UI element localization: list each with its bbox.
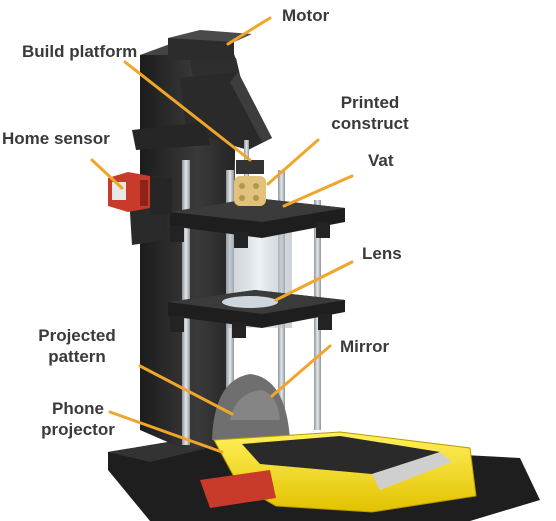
- projected-pattern-label: Projected pattern: [24, 325, 130, 367]
- phone-projector-label: Phone projector: [30, 398, 126, 440]
- frame-tower: [128, 42, 272, 450]
- printed-construct-label-line1: Printed: [340, 93, 400, 112]
- mirror-leader: [270, 344, 332, 398]
- vat-leader: [282, 174, 354, 208]
- home-sensor-label: Home sensor: [2, 129, 110, 148]
- printed-construct: [234, 160, 266, 206]
- home-sensor: [108, 172, 172, 214]
- printed-construct-label: Printed construct: [322, 92, 418, 134]
- motor-leader: [226, 16, 272, 46]
- build-platform-label: Build platform: [22, 42, 138, 61]
- upper-plate: [170, 198, 345, 248]
- home-sensor-leader: [90, 158, 124, 190]
- lens-leader: [274, 260, 354, 302]
- phone-projector-label-line2: projector: [41, 420, 115, 439]
- phone-projector: [200, 431, 477, 513]
- projected-pattern-label-line1: Projected: [38, 326, 116, 345]
- projected-pattern-label-line2: pattern: [48, 347, 106, 366]
- printed-construct-leader: [266, 138, 320, 186]
- phone-projector-label-line1: Phone: [52, 399, 104, 418]
- printed-construct-label-line2: construct: [331, 114, 409, 133]
- motor: [168, 30, 252, 60]
- lens-label: Lens: [362, 244, 402, 263]
- projected-pattern-leader: [138, 364, 234, 416]
- mirror-label: Mirror: [340, 337, 390, 356]
- build-platform-leader: [123, 60, 252, 162]
- vat-label: Vat: [368, 151, 394, 170]
- phone-projector-leader: [108, 410, 224, 454]
- motor-label: Motor: [282, 6, 330, 25]
- mirror: [212, 374, 290, 440]
- lens-plate: [168, 290, 345, 338]
